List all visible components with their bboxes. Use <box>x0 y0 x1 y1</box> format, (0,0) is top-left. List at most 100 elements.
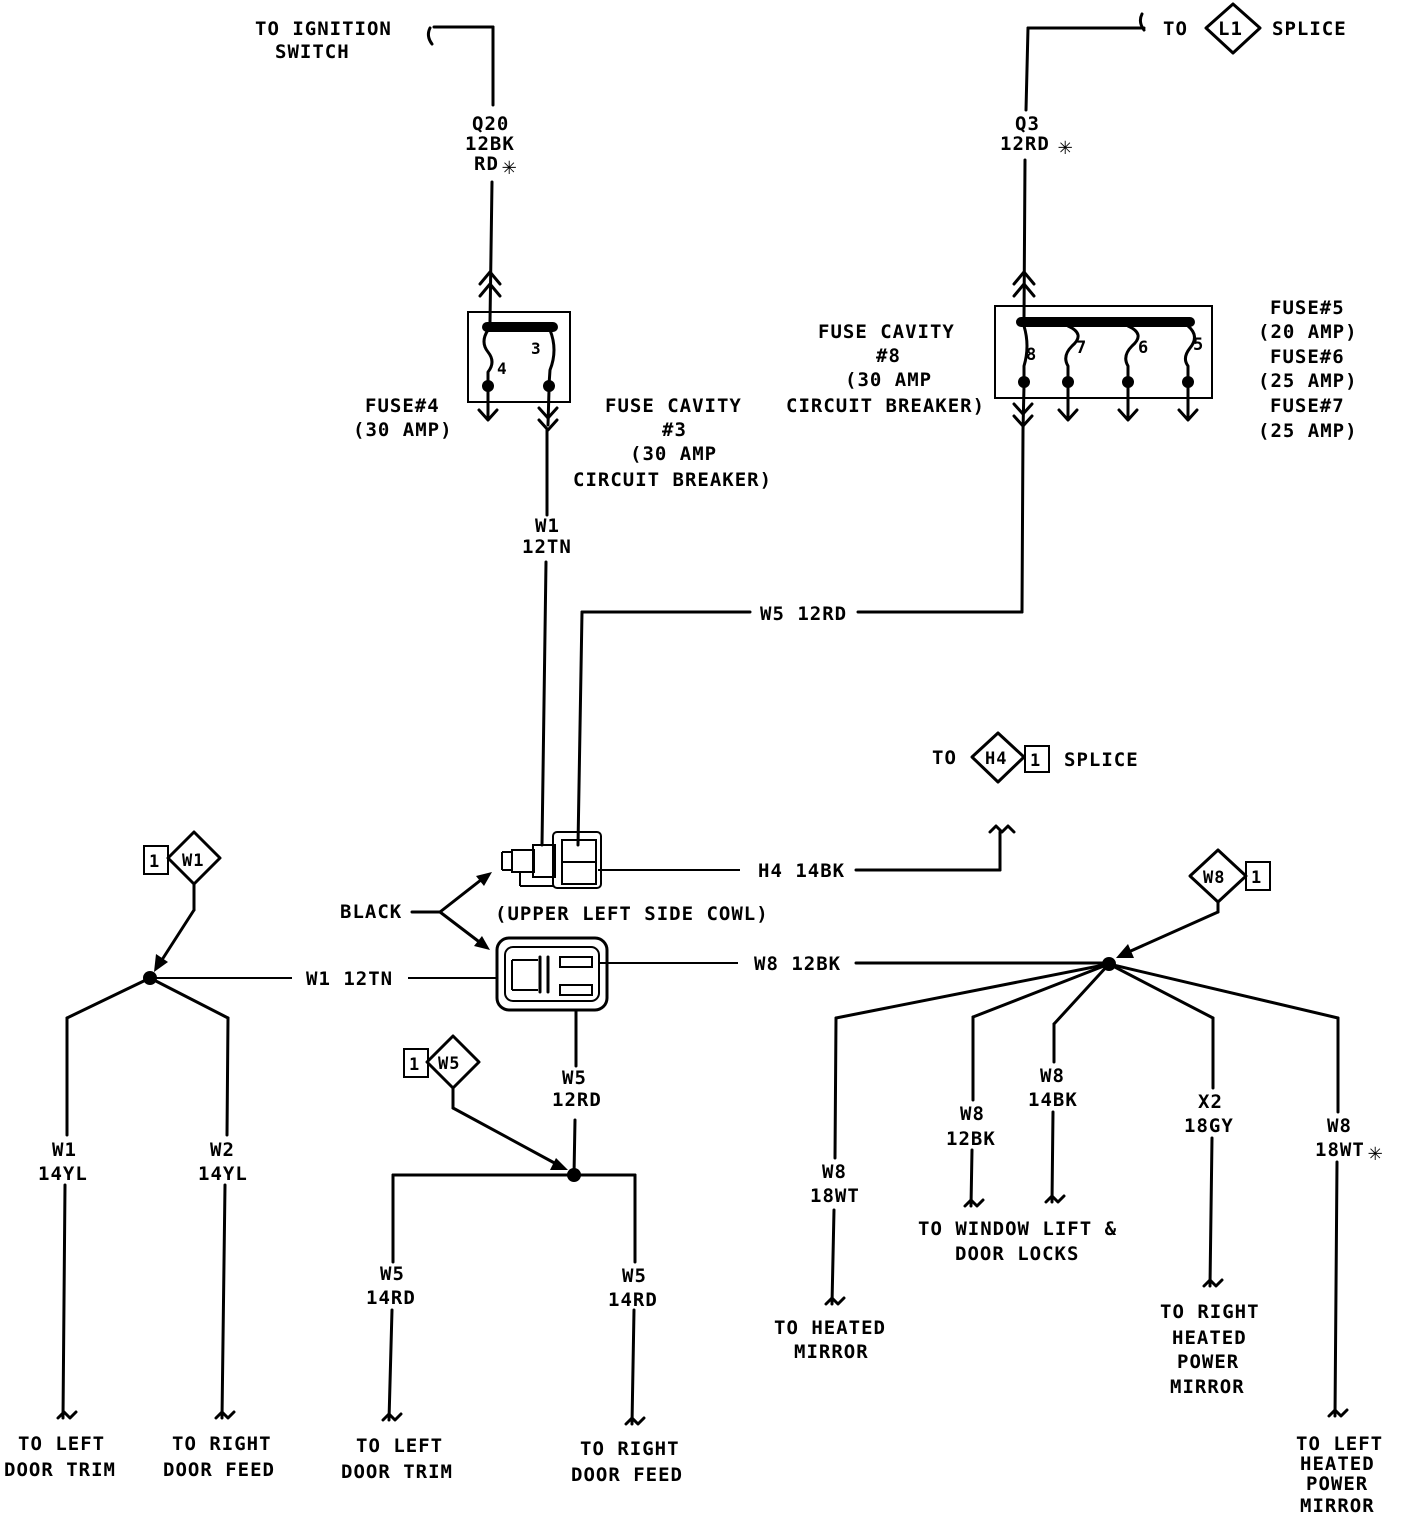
cowl-label: (UPPER LEFT SIDE COWL) <box>495 903 769 925</box>
q20-label-2: 12BK <box>465 133 515 155</box>
black-label: BLACK <box>340 901 402 923</box>
cavity3-label-1: FUSE CAVITY <box>605 395 742 417</box>
w8-heated-label-1: W8 <box>822 1161 847 1183</box>
left-heated-mirror-3: POWER <box>1306 1473 1368 1495</box>
fuse5-label-1: FUSE#5 <box>1270 297 1345 319</box>
h4-pin-label: 1 <box>1030 751 1041 771</box>
w1-branch-label-1: W1 <box>52 1139 77 1161</box>
w1-mid-label: W1 12TN <box>306 968 393 990</box>
w5-down-label-2: 12RD <box>552 1089 602 1111</box>
ignition-label-2: SWITCH <box>275 41 350 63</box>
fuse-pin-8: 8 <box>1026 345 1037 365</box>
w8-12bk-label-2: 12BK <box>946 1128 996 1150</box>
l1-splice-label: SPLICE <box>1272 18 1347 40</box>
right-door-feed-1-b: DOOR FEED <box>163 1459 275 1481</box>
right-door-feed-2-a: TO RIGHT <box>580 1438 680 1460</box>
fuse5-label-2: (20 AMP) <box>1258 321 1358 343</box>
cavity3-label-4: CIRCUIT BREAKER) <box>573 469 772 491</box>
to-l1-label: TO <box>1163 18 1188 40</box>
w1-vertical-wire <box>540 428 549 847</box>
w1-splice-tree <box>56 882 236 1420</box>
w5-splice-label: W5 <box>438 1054 460 1074</box>
right-heated-mirror-3: POWER <box>1177 1351 1239 1373</box>
fuse-pin-7: 7 <box>1076 338 1087 358</box>
w5-down-wire <box>572 1008 578 1177</box>
left-door-trim-2-a: TO LEFT <box>356 1435 443 1457</box>
asterisk-icon: ✳ <box>1058 132 1073 160</box>
w1-splice-pin: 1 <box>149 852 160 872</box>
w8-12bk-label-1: W8 <box>960 1103 985 1125</box>
w8-splice-pin-box <box>1245 861 1271 891</box>
black-pointer-arrows <box>410 872 492 950</box>
w8-splice-label: W8 <box>1203 868 1225 888</box>
fuse-block-left <box>467 311 571 432</box>
fuse7-label-2: (25 AMP) <box>1258 420 1358 442</box>
h4-wire-label: H4 14BK <box>758 860 845 882</box>
h4-label: H4 <box>985 749 1007 769</box>
w5-right-label-2: 14RD <box>608 1289 658 1311</box>
fuse-pin-4: 4 <box>497 359 508 378</box>
left-heated-mirror-1: TO LEFT <box>1296 1433 1383 1455</box>
fuse-block-right <box>994 305 1213 432</box>
ignition-feed-wire <box>426 25 502 324</box>
w1-splice-label: W1 <box>182 851 204 871</box>
right-door-feed-2-b: DOOR FEED <box>571 1464 683 1486</box>
w1-label-1: W1 <box>535 515 560 537</box>
h4-pin-box <box>1024 745 1050 773</box>
fuse4-label-2: (30 AMP) <box>353 419 453 441</box>
left-door-trim-1-a: TO LEFT <box>18 1433 105 1455</box>
heated-mirror-label-2: MIRROR <box>794 1341 869 1363</box>
w8-splice-pin: 1 <box>1251 868 1262 888</box>
to-h4-label: TO <box>932 747 957 769</box>
w8-heated-label-2: 18WT <box>810 1185 860 1207</box>
right-door-feed-1-a: TO RIGHT <box>172 1433 272 1455</box>
fuse7-label-1: FUSE#7 <box>1270 395 1345 417</box>
q3-label-1: Q3 <box>1015 113 1040 135</box>
w8-14bk-label-1: W8 <box>1040 1065 1065 1087</box>
lower-connector <box>495 936 609 1012</box>
fuse-pin-5: 5 <box>1193 335 1204 355</box>
w5-left-label-1: W5 <box>380 1263 405 1285</box>
l1-splice-diamond <box>1204 2 1262 55</box>
q20-label-3: RD <box>474 153 499 175</box>
cavity8-label-3: (30 AMP <box>845 369 932 391</box>
fuse4-label-1: FUSE#4 <box>365 395 440 417</box>
w5-right-label-1: W5 <box>622 1265 647 1287</box>
w2-branch-label-1: W2 <box>210 1139 235 1161</box>
w5-down-label-1: W5 <box>562 1067 587 1089</box>
fuse6-label-1: FUSE#6 <box>1270 346 1345 368</box>
left-door-trim-2-b: DOOR TRIM <box>341 1461 453 1483</box>
right-heated-mirror-2: HEATED <box>1172 1327 1247 1349</box>
w8-mid-label: W8 12BK <box>754 953 841 975</box>
heated-mirror-label-1: TO HEATED <box>774 1317 886 1339</box>
window-lift-label-1: TO WINDOW LIFT & <box>918 1218 1117 1240</box>
x2-label-2: 18GY <box>1184 1115 1234 1137</box>
w5-splice-tree <box>381 1086 646 1426</box>
window-lift-label-2: DOOR LOCKS <box>955 1243 1079 1265</box>
w1-label-2: 12TN <box>522 536 572 558</box>
w2-branch-label-2: 14YL <box>198 1163 248 1185</box>
w8-14bk-label-2: 14BK <box>1028 1089 1078 1111</box>
h4-splice-label: SPLICE <box>1064 749 1139 771</box>
l1-feed-wire <box>1012 12 1146 320</box>
upper-connector <box>501 831 602 889</box>
h4-wire <box>598 824 1016 872</box>
q20-label-1: Q20 <box>472 113 509 135</box>
w1-branch-label-2: 14YL <box>38 1163 88 1185</box>
w8-left-mirror-label-2: 18WT <box>1315 1139 1365 1161</box>
asterisk-icon: ✳ <box>1368 1138 1383 1166</box>
cavity3-label-3: (30 AMP <box>630 443 717 465</box>
x2-label-1: X2 <box>1198 1091 1223 1113</box>
cavity8-label-1: FUSE CAVITY <box>818 321 955 343</box>
l1-label: L1 <box>1218 18 1243 40</box>
cavity8-label-4: CIRCUIT BREAKER) <box>786 395 985 417</box>
left-heated-mirror-4: MIRROR <box>1300 1495 1375 1516</box>
right-heated-mirror-4: MIRROR <box>1170 1376 1245 1398</box>
h4-splice-diamond <box>970 731 1026 784</box>
w5-left-label-2: 14RD <box>366 1287 416 1309</box>
w5-top-label: W5 12RD <box>760 603 847 625</box>
w5-top-wire <box>576 428 1025 847</box>
q3-label-2: 12RD <box>1000 133 1050 155</box>
fuse-pin-3: 3 <box>531 339 542 358</box>
